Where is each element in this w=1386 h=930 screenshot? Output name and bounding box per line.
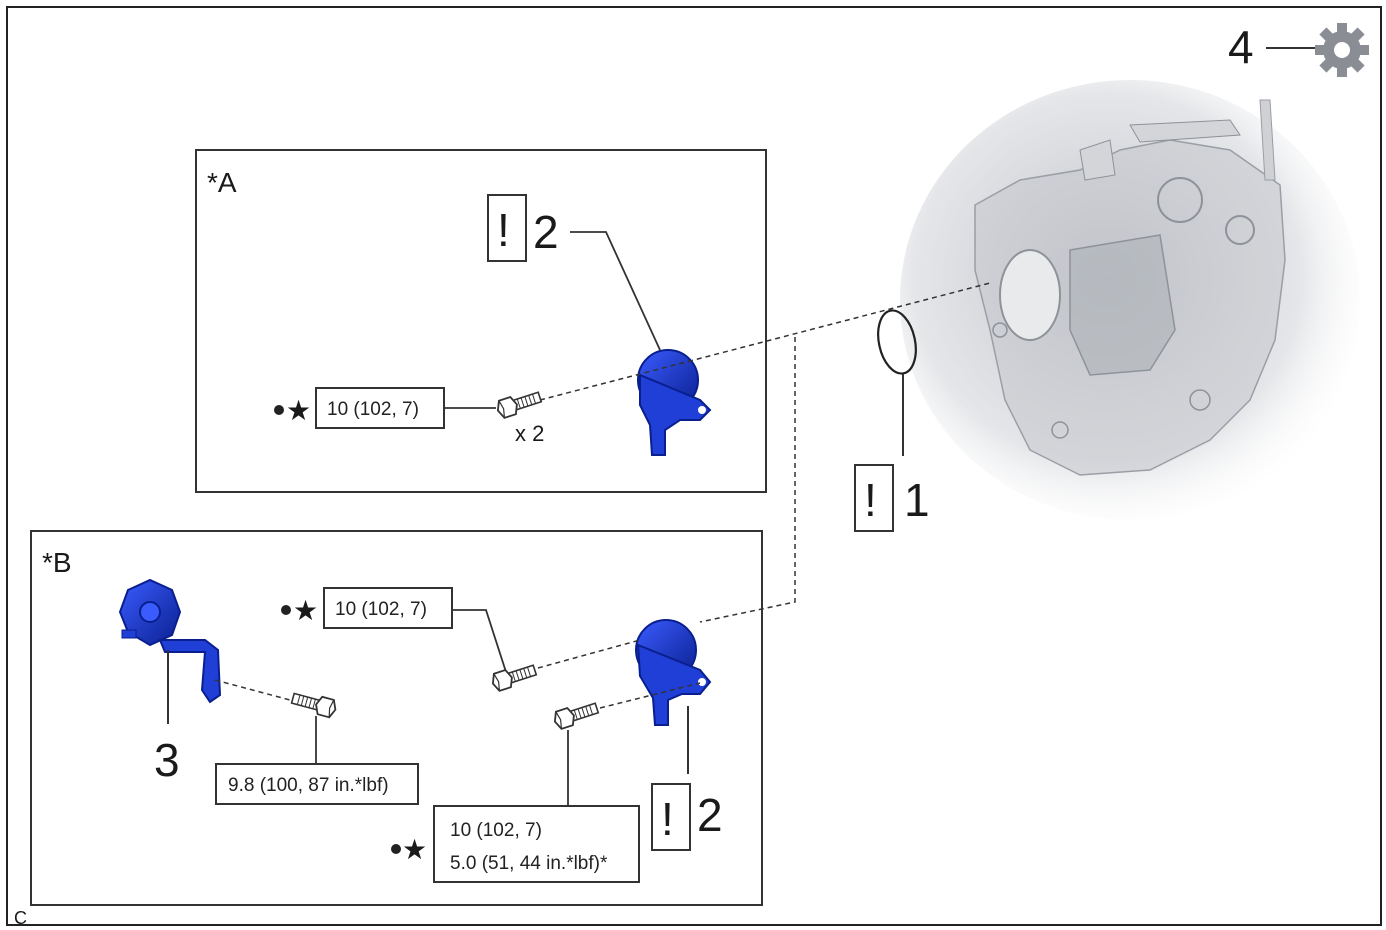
dot-icon [274, 405, 284, 415]
oring-callout: ! 1 [854, 309, 930, 532]
torque-spec-bracket: 9.8 (100, 87 in.*lbf) [228, 775, 389, 796]
vvt-sensor-part-b [635, 619, 712, 726]
torque-spec-box-b-top [323, 587, 453, 629]
dot-icon [281, 605, 291, 615]
caution-icon: ! [864, 474, 877, 526]
torque-spec-b-bottom-line1: 10 (102, 7) [450, 820, 542, 841]
outer-frame [6, 6, 1382, 926]
gear-icon [1315, 23, 1369, 77]
caution-box [651, 783, 691, 851]
torque-spec-b-bottom-line2: 5.0 (51, 44 in.*lbf)* [450, 853, 608, 874]
bolt-bracket [289, 688, 339, 720]
panel-b: *B 3 9.8 (100, 87 in.*lbf) ★ 10 (102, 7) [30, 530, 763, 906]
caution-box [854, 464, 894, 532]
o-ring-part [877, 309, 917, 375]
caution-icon: ! [497, 204, 510, 256]
panel-b-label: *B [42, 547, 72, 578]
bolt-b-bottom [551, 698, 601, 732]
callout-number-3: 3 [154, 734, 180, 786]
bolt-a [494, 387, 544, 421]
caution-box [487, 194, 527, 262]
caution-icon: ! [661, 793, 674, 845]
torque-spec-a: 10 (102, 7) [327, 399, 419, 420]
callout-number-2: 2 [697, 789, 723, 841]
part-3-assembly [118, 578, 222, 704]
bolt-b-top [489, 660, 539, 694]
quantity-label: x 2 [515, 421, 544, 446]
panel-a: *A ! 2 x 2 ★ 10 (102, 7) [195, 149, 767, 493]
assembly-dashed-lines [539, 282, 991, 623]
callout-number-4: 4 [1228, 21, 1254, 73]
star-icon: ★ [293, 595, 318, 626]
panel-a-label: *A [207, 167, 237, 198]
star-icon: ★ [402, 834, 427, 865]
corner-label: C [14, 908, 27, 928]
gear-callout: 4 [1228, 21, 1369, 77]
engine-block-illustration [900, 80, 1360, 520]
vvt-sensor-part-a [637, 349, 712, 456]
callout-number-1: 1 [904, 474, 930, 526]
torque-spec-b-top: 10 (102, 7) [335, 599, 427, 620]
dot-icon [391, 844, 401, 854]
callout-number-2: 2 [533, 206, 559, 258]
torque-spec-box-b-bottom [433, 805, 640, 883]
torque-spec-box-bracket [215, 763, 419, 805]
star-icon: ★ [286, 395, 311, 426]
